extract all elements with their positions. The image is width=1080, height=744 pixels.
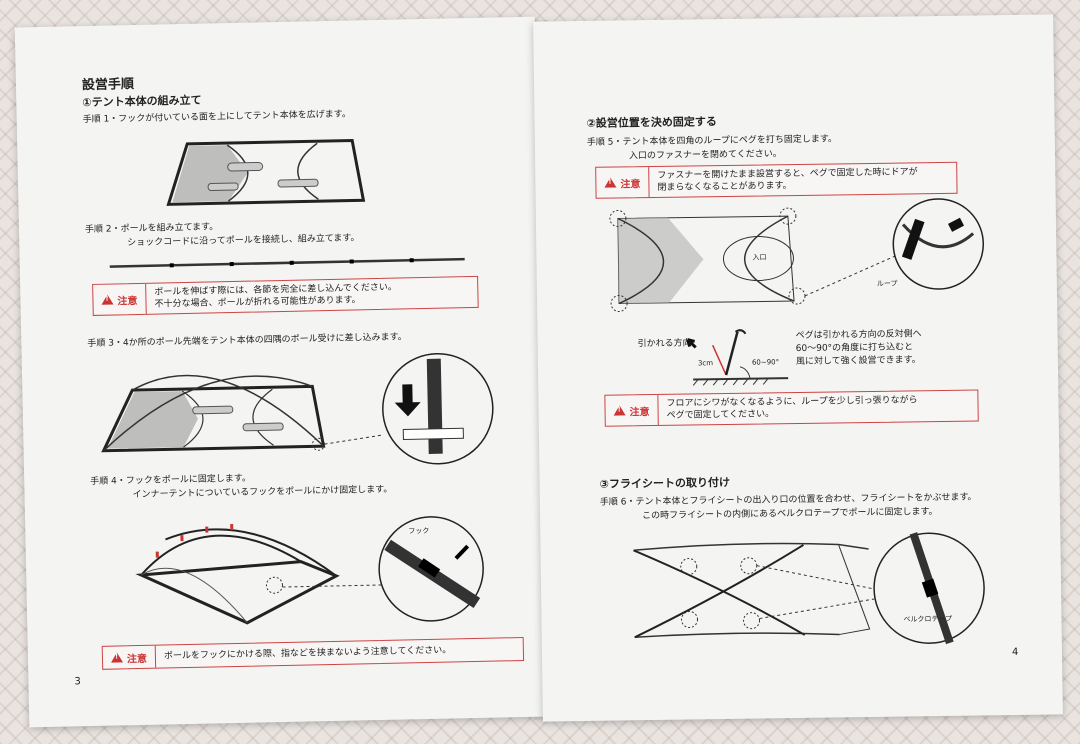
tent-hooks-figure <box>135 516 484 625</box>
depth-label: 3cm <box>697 359 714 368</box>
section-heading-1: ①テント本体の組み立て <box>82 93 202 110</box>
caution-label: 注意 <box>629 406 650 418</box>
peg-angle-figure <box>686 329 789 386</box>
step-3-text: 手順 3・4か所のポール先端をテント本体の四隅のポール受けに差し込みます。 <box>87 332 407 350</box>
step-5-text-1: 手順 5・テント本体を四角のループにペグを打ち固定します。 <box>586 134 838 148</box>
page-title: 設営手順 <box>81 77 135 94</box>
caution-3-line-2: 閉まらなくなることがあります。 <box>657 181 792 193</box>
velcro-label: ベルクロテープ <box>903 614 953 624</box>
caution-box-1: 注意 ポールを伸ばす際には、各節を完全に差し込んでください。 不十分な場合、ポー… <box>92 275 479 316</box>
left-page: 設営手順 ①テント本体の組み立て 手順 1・フックが付いている面を上にしてテント… <box>14 16 550 728</box>
section-heading-3: ③フライシートの取り付け <box>599 475 731 491</box>
entrance-label: 入口 <box>752 253 767 262</box>
step-6-text-2: この時フライシートの内側にあるベルクロテープでポールに固定します。 <box>641 507 938 522</box>
caution-label: 注意 <box>126 653 148 665</box>
page-number-left: 3 <box>74 676 81 688</box>
fly-sheet-figure <box>633 532 985 645</box>
caution-label: 注意 <box>117 295 138 307</box>
tent-staked-figure <box>609 198 985 312</box>
warning-icon <box>604 177 617 188</box>
peg-note-3: 風に対して強く設営できます。 <box>795 355 921 368</box>
warning-icon <box>613 405 626 416</box>
caution-2-line-1: ポールをフックにかける際、指などを挟まないよう注意してください。 <box>163 645 452 662</box>
caution-label: 注意 <box>620 178 641 190</box>
angle-label: 60~90° <box>751 358 780 367</box>
pole-figure <box>109 257 465 268</box>
caution-4-line-2: ペグで固定してください。 <box>666 409 775 421</box>
caution-box-4: 注意 フロアにシワがなくなるように、ループを少し引っ張りながら ペグで固定してく… <box>604 389 979 427</box>
hook-label: フック <box>408 526 430 536</box>
step-5-text-2: 入口のファスナーを閉めてください。 <box>628 149 782 162</box>
tent-body-flat-figure <box>166 138 366 206</box>
right-page: ②設営位置を決め固定する 手順 5・テント本体を四角のループにペグを打ち固定しま… <box>533 14 1063 722</box>
loop-label: ループ <box>876 279 898 288</box>
warning-icon <box>101 294 114 305</box>
section-heading-2: ②設営位置を決め固定する <box>586 115 717 130</box>
step-1-text: 手順 1・フックが付いている面を上にしてテント本体を広げます。 <box>82 109 351 126</box>
warning-icon <box>110 652 124 663</box>
page-number-right: 4 <box>1011 646 1019 659</box>
caution-box-3: 注意 ファスナーを開けたまま設営すると、ペグで固定した時にドアが 閉まらなくなる… <box>595 161 958 199</box>
tent-poles-inserted-figure <box>101 352 494 465</box>
caution-box-2: 注意 ポールをフックにかける際、指などを挟まないよう注意してください。 <box>101 636 525 670</box>
